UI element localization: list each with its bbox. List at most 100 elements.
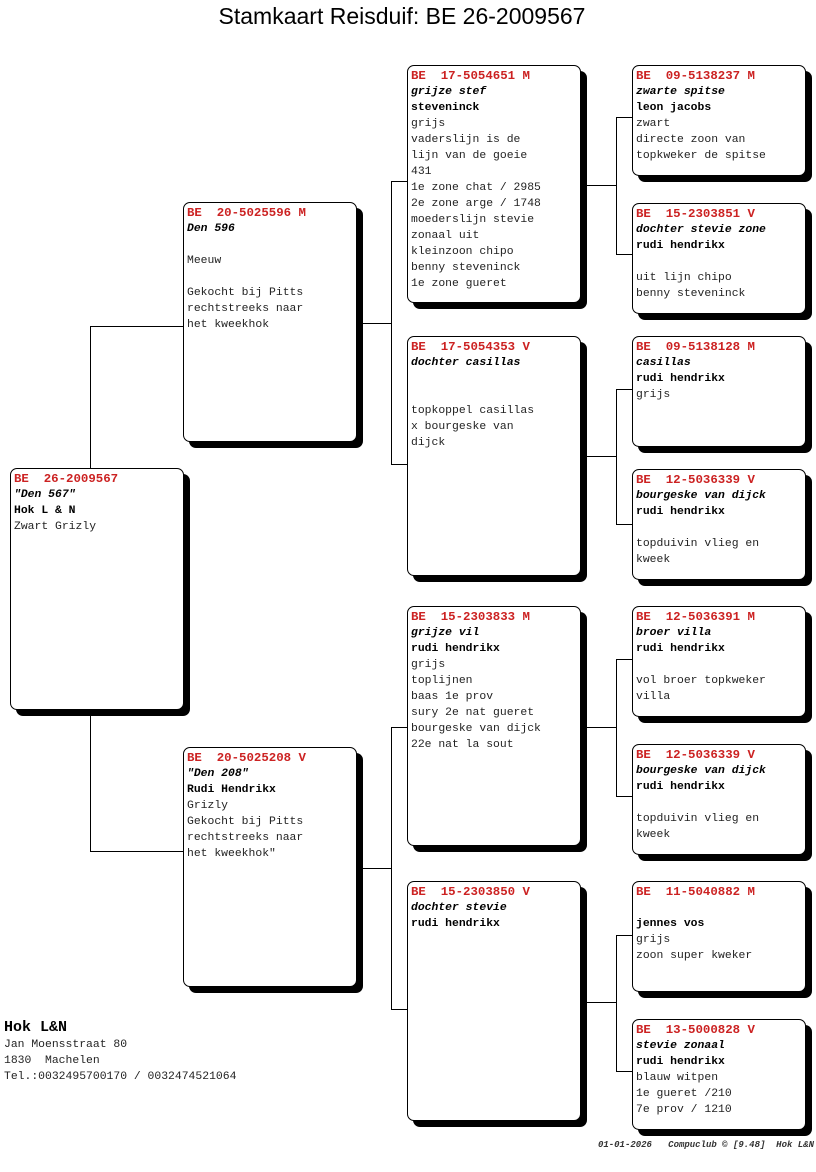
pigeon-name: "Den 208": [187, 768, 249, 780]
connector: [90, 851, 183, 852]
pigeon-info: benny steveninck: [636, 288, 746, 300]
ring-number: BE 26-2009567: [14, 472, 119, 486]
pigeon-card-father[interactable]: BE 20-5025596 M Den 596 Meeuw Gekocht bi…: [183, 202, 357, 442]
pigeon-card-mf[interactable]: BE 15-2303833 M grijze vil rudi hendrikx…: [407, 606, 581, 846]
pigeon-info: vaderslijn is de: [411, 134, 521, 146]
pigeon-info: kweek: [636, 554, 671, 566]
pigeon-card-fff[interactable]: BE 09-5138237 M zwarte spitse leon jacob…: [632, 65, 806, 176]
pigeon-owner: steveninck: [411, 102, 480, 114]
connector: [391, 727, 392, 1010]
connector: [616, 1071, 632, 1072]
ring-number: BE 17-5054651 M: [411, 69, 530, 83]
pigeon-info: moederslijn stevie: [411, 214, 535, 226]
pigeon-card-subject[interactable]: BE 26-2009567 "Den 567" Hok L & N Zwart …: [10, 468, 184, 710]
pigeon-info: vol broer topkweker: [636, 675, 766, 687]
pigeon-card-ffm[interactable]: BE 15-2303851 V dochter stevie zone rudi…: [632, 203, 806, 314]
pigeon-card-mmf[interactable]: BE 11-5040882 M jennes vos grijs zoon su…: [632, 881, 806, 992]
pigeon-info: het kweekhok": [187, 848, 276, 860]
pigeon-info: zwart: [636, 118, 671, 130]
pigeon-card-mfm[interactable]: BE 12-5036339 V bourgeske van dijck rudi…: [632, 744, 806, 855]
pigeon-info: lijn van de goeie: [411, 150, 528, 162]
ring-number: BE 15-2303850 V: [411, 885, 530, 899]
ring-number: BE 13-5000828 V: [636, 1023, 755, 1037]
ring-number: BE 12-5036339 V: [636, 748, 755, 762]
pigeon-card-mmm[interactable]: BE 13-5000828 V stevie zonaal rudi hendr…: [632, 1019, 806, 1130]
connector: [391, 181, 392, 464]
pigeon-card-fmf[interactable]: BE 09-5138128 M casillas rudi hendrikx g…: [632, 336, 806, 447]
pigeon-owner: leon jacobs: [636, 102, 712, 114]
pigeon-info: 1e zone chat / 2985: [411, 182, 541, 194]
connector: [616, 389, 632, 390]
pigeon-card-mm[interactable]: BE 15-2303850 V dochter stevie rudi hend…: [407, 881, 581, 1121]
pigeon-card-fmm[interactable]: BE 12-5036339 V bourgeske van dijck rudi…: [632, 469, 806, 580]
pigeon-card-fm[interactable]: BE 17-5054353 V dochter casillas topkopp…: [407, 336, 581, 576]
pigeon-info: kleinzoon chipo: [411, 246, 514, 258]
connector: [391, 181, 407, 182]
connector: [362, 868, 391, 869]
connector: [586, 456, 616, 457]
loft-info: Hok L&N Jan Moensstraat 80 1830 Machelen…: [4, 1019, 236, 1085]
pigeon-info: Gekocht bij Pitts: [187, 287, 304, 299]
pigeon-info: bourgeske van dijck: [411, 723, 541, 735]
connector: [90, 326, 91, 468]
pigeon-info: rechtstreeks naar: [187, 832, 304, 844]
connector: [616, 117, 632, 118]
pigeon-name: dochter casillas: [411, 357, 521, 369]
ring-number: BE 12-5036391 M: [636, 610, 755, 624]
pigeon-owner: rudi hendrikx: [636, 240, 725, 252]
connector: [586, 727, 616, 728]
pigeon-info: 431: [411, 166, 432, 178]
pigeon-card-mff[interactable]: BE 12-5036391 M broer villa rudi hendrik…: [632, 606, 806, 717]
ring-number: BE 20-5025596 M: [187, 206, 306, 220]
pigeon-name: grijze vil: [411, 627, 480, 639]
pigeon-info: [636, 520, 802, 536]
ring-number: BE 20-5025208 V: [187, 751, 306, 765]
pigeon-info: [411, 387, 577, 403]
pigeon-name: zwarte spitse: [636, 86, 725, 98]
pigeon-info: [187, 237, 353, 253]
pigeon-info: 1e gueret /210: [636, 1088, 732, 1100]
connector: [90, 716, 91, 852]
pigeon-info: zoon super kweker: [636, 950, 753, 962]
pigeon-info: Grizly: [187, 800, 229, 812]
pigeon-info: [636, 795, 802, 811]
pigeon-owner: rudi hendrikx: [411, 918, 500, 930]
pigeon-owner: rudi hendrikx: [636, 373, 725, 385]
pigeon-info: 2e zone arge / 1748: [411, 198, 541, 210]
pigeon-info: [187, 269, 353, 285]
pigeon-name: casillas: [636, 357, 691, 369]
pigeon-info: villa: [636, 691, 671, 703]
pigeon-info: 1e zone gueret: [411, 278, 507, 290]
pigeon-info: Gekocht bij Pitts: [187, 816, 304, 828]
connector: [616, 254, 632, 255]
pigeon-info: grijs: [411, 118, 446, 130]
pigeon-info: het kweekhok: [187, 319, 270, 331]
connector: [616, 117, 617, 254]
pigeon-card-ff[interactable]: BE 17-5054651 M grijze stef steveninck g…: [407, 65, 581, 303]
print-stamp: 01-01-2026 Compuclub © [9.48] Hok L&N: [597, 1140, 814, 1150]
pigeon-owner: jennes vos: [636, 918, 705, 930]
pigeon-info: 22e nat la sout: [411, 739, 514, 751]
pigeon-name: bourgeske van dijck: [636, 765, 766, 777]
pigeon-info: 7e prov / 1210: [636, 1104, 732, 1116]
connector: [391, 727, 407, 728]
pigeon-owner: rudi hendrikx: [636, 643, 725, 655]
pigeon-card-mother[interactable]: BE 20-5025208 V "Den 208" Rudi Hendrikx …: [183, 747, 357, 987]
connector: [616, 659, 617, 796]
ring-number: BE 09-5138128 M: [636, 340, 755, 354]
connector: [586, 185, 616, 186]
pigeon-info: [411, 371, 577, 387]
pigeon-info: [636, 657, 802, 673]
pigeon-info: grijs: [411, 659, 446, 671]
pigeon-info: benny steveninck: [411, 262, 521, 274]
connector: [616, 389, 617, 524]
pigeon-info: x bourgeske van: [411, 421, 514, 433]
address-line: Jan Moensstraat 80: [4, 1039, 128, 1051]
pigeon-info: sury 2e nat gueret: [411, 707, 535, 719]
pigeon-name: dochter stevie: [411, 902, 507, 914]
ring-number: BE 15-2303833 M: [411, 610, 530, 624]
connector: [616, 935, 617, 1071]
ring-number: BE 15-2303851 V: [636, 207, 755, 221]
address-city: 1830 Machelen: [4, 1055, 100, 1067]
pigeon-info: grijs: [636, 389, 671, 401]
